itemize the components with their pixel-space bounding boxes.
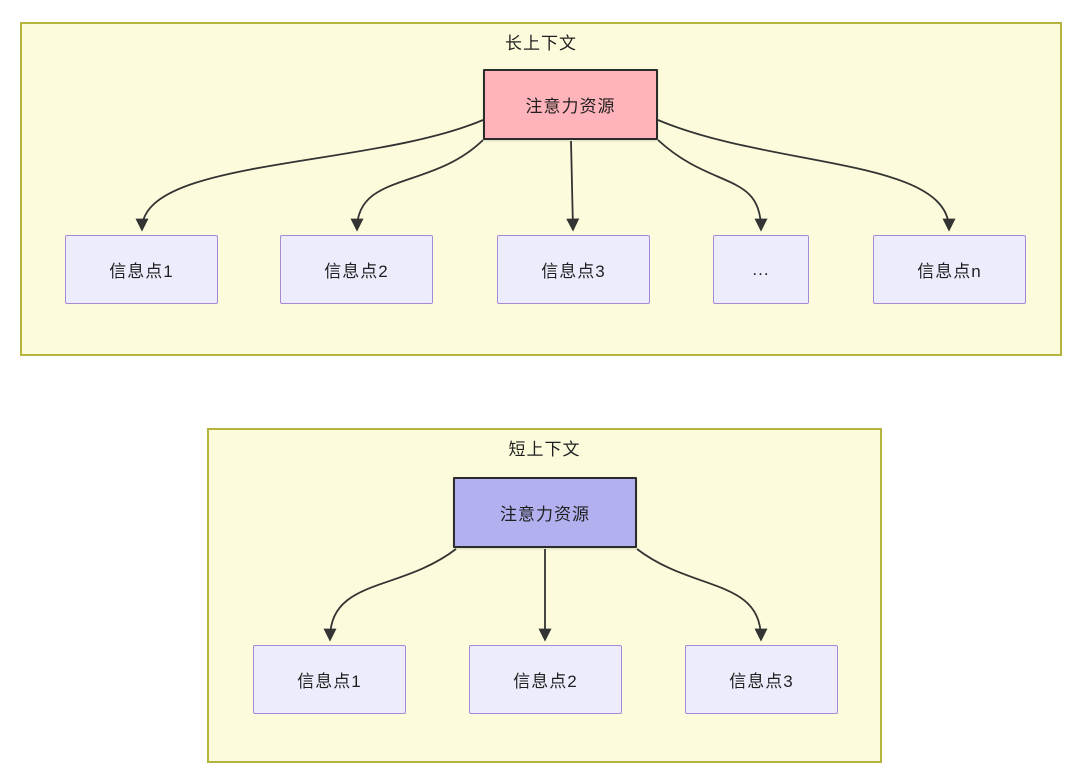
short-info-node-2: 信息点2 <box>469 645 622 714</box>
long-info-node-3: 信息点3 <box>497 235 650 304</box>
short-info-node-3: 信息点3 <box>685 645 838 714</box>
long-info-node-2: 信息点2 <box>280 235 433 304</box>
long-attention-node: 注意力资源 <box>483 69 658 140</box>
long-context-title: 长上下文 <box>505 34 577 53</box>
short-attention-node: 注意力资源 <box>453 477 637 548</box>
long-info-node-ellipsis: ... <box>713 235 809 304</box>
short-context-title: 短上下文 <box>508 440 581 459</box>
long-info-node-n: 信息点n <box>873 235 1026 304</box>
long-info-node-1: 信息点1 <box>65 235 218 304</box>
short-info-node-1: 信息点1 <box>253 645 406 714</box>
